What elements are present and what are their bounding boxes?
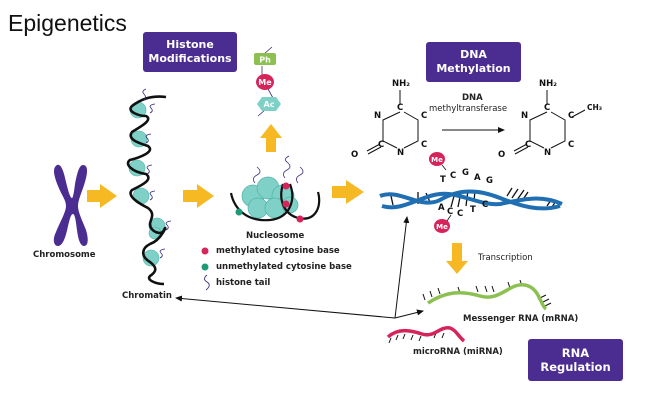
mark-ph-text: Ph — [259, 56, 271, 65]
nh2-right: NH₂ — [539, 79, 557, 89]
mark-me-text: Me — [258, 78, 272, 87]
chromosome-icon — [53, 164, 88, 246]
base-bottom-2: C — [457, 209, 463, 219]
dna-methyl-bottom — [434, 214, 452, 233]
arrow-nucleosome-to-histone-marks — [260, 124, 282, 152]
nucleosome-label: Nucleosome — [246, 231, 305, 241]
histone-marks-chain — [254, 46, 281, 117]
legend-histone-tail-label: histone tail — [216, 278, 271, 288]
c-left-bl: C — [378, 140, 385, 150]
c-left-top: C — [397, 103, 404, 113]
n-left-1: N — [374, 111, 382, 121]
chromatin-icon — [126, 88, 172, 286]
enzyme-label-line1: DNA — [462, 93, 483, 103]
legend-green-dot-icon — [201, 263, 209, 271]
c-right-r2: C — [568, 140, 575, 150]
mark-ac-text: Ac — [264, 100, 275, 109]
c-left-r1: C — [421, 111, 428, 121]
c-right-r1: C — [568, 111, 575, 121]
dna-methylation-line2: Methylation — [436, 62, 511, 75]
chromosome-label: Chromosome — [33, 250, 96, 260]
base-bottom-4: C — [482, 200, 488, 210]
nucleosome-icon — [229, 155, 321, 223]
page-title: Epigenetics — [8, 10, 127, 36]
arrow-chromatin-to-nucleosome — [183, 184, 214, 208]
base-top-0: T — [440, 175, 446, 185]
arrow-nucleosome-to-dna — [332, 180, 364, 204]
nh2-left: NH₂ — [392, 79, 410, 89]
histone-modifications-line1: Histone — [166, 38, 214, 51]
enzyme-label-line2: methyltransferase — [429, 104, 508, 114]
histone-modifications-line2: Modifications — [148, 52, 232, 65]
legend-unmethylated-label: unmethylated cytosine base — [216, 262, 352, 272]
base-top-1: C — [450, 171, 456, 181]
mirna-strand-icon — [386, 326, 466, 344]
base-bottom-0: A — [438, 203, 445, 213]
dna-methyl-top — [429, 152, 447, 171]
c-right-bl: C — [525, 140, 532, 150]
histone-modifications-box: Histone Modifications — [143, 32, 237, 72]
c-left-r2: C — [421, 140, 428, 150]
dna-methylation-box: DNA Methylation — [426, 42, 521, 82]
arrow-transcription — [446, 243, 468, 274]
o-right: O — [498, 150, 506, 160]
ch3-right: CH₃ — [587, 103, 603, 112]
phosphate-mark — [254, 53, 276, 65]
rna-regulation-line1: RNA — [561, 346, 590, 360]
legend-squiggle-icon — [204, 274, 210, 291]
dna-methyl-top-text: Me — [431, 156, 443, 164]
chromatin-label: Chromatin — [122, 291, 172, 301]
methylcytosine-structure — [513, 90, 586, 155]
acetyl-mark — [257, 97, 281, 111]
cytosine-structure — [366, 90, 419, 155]
methyl-mark — [256, 74, 274, 90]
c-right-top: C — [544, 103, 551, 113]
regulation-arrows — [175, 216, 424, 319]
dna-helix-icon — [379, 187, 563, 211]
base-top-2: G — [462, 168, 469, 178]
mrna-strand-icon — [422, 279, 552, 311]
n-right-2: N — [544, 148, 552, 158]
n-right-1: N — [521, 111, 529, 121]
o-left: O — [351, 150, 359, 160]
dna-methyl-bottom-text: Me — [436, 223, 448, 231]
rna-regulation-box: RNA Regulation — [528, 339, 623, 381]
rna-regulation-line2: Regulation — [540, 360, 611, 374]
base-top-4: G — [486, 176, 493, 186]
arrow-chromosome-to-chromatin — [87, 184, 117, 208]
base-top-3: A — [474, 173, 481, 183]
base-bottom-3: T — [470, 205, 476, 215]
dna-methylation-line1: DNA — [460, 48, 487, 61]
transcription-label: Transcription — [478, 253, 533, 263]
mirna-label: microRNA (miRNA) — [413, 347, 503, 357]
legend-red-dot-icon — [201, 247, 209, 255]
base-bottom-1: C — [447, 207, 453, 217]
legend-methylated-label: methylated cytosine base — [216, 246, 340, 256]
mrna-label: Messenger RNA (mRNA) — [463, 314, 579, 324]
n-left-2: N — [397, 148, 405, 158]
